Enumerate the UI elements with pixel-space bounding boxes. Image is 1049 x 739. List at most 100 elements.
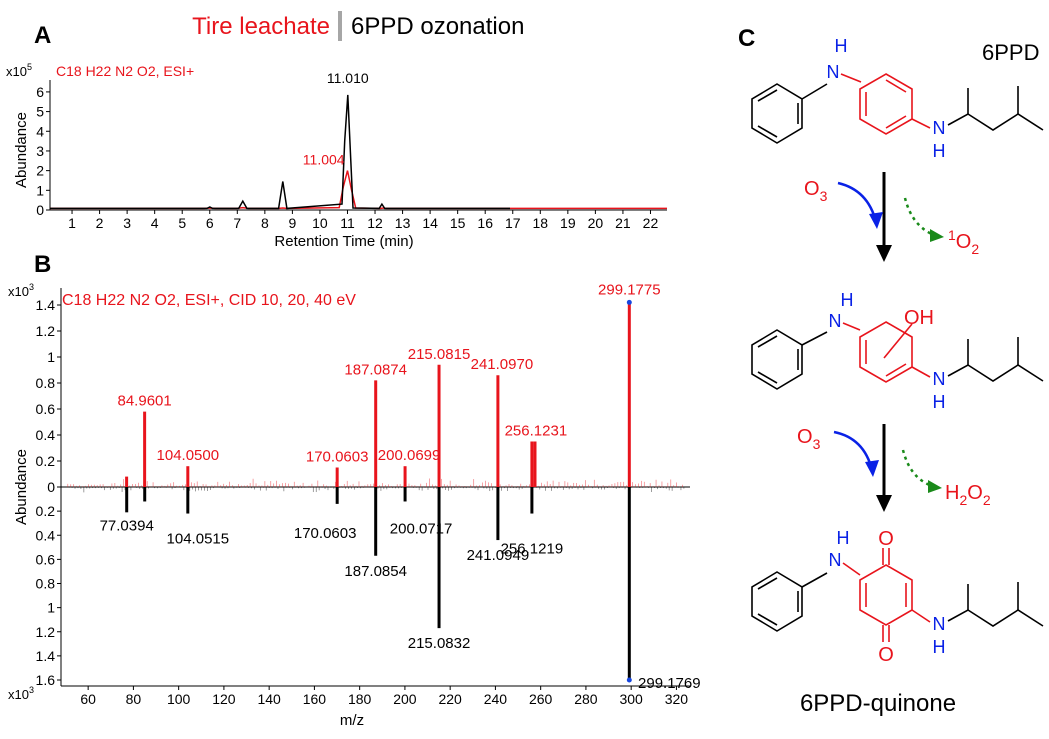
aromatic-bond xyxy=(757,89,778,102)
x-tick-label: 120 xyxy=(212,691,236,707)
panel-a-ylabel: Abundance xyxy=(13,112,30,188)
ozone-1: O3 xyxy=(804,178,828,204)
ozonation-peak-label: 256.1219 xyxy=(501,541,564,558)
amine-n-2: N xyxy=(933,118,946,138)
panel-a-xlabel: Retention Time (min) xyxy=(274,233,413,250)
amine-n-1: N xyxy=(827,62,840,82)
x-tick-label: 14 xyxy=(422,215,438,231)
tire-peak-label: 215.0815 xyxy=(408,346,471,363)
arrowhead xyxy=(876,495,892,512)
phenyl-ring-3 xyxy=(751,571,803,632)
alkyl-chain-1 xyxy=(947,113,1044,131)
ozone-2: O3 xyxy=(797,426,821,452)
panel-a-multiplier: x105 xyxy=(6,62,32,79)
legend-divider xyxy=(338,11,342,41)
y-tick-label: 1.2 xyxy=(36,624,56,640)
y-tick-label: 4 xyxy=(36,123,44,139)
chromatogram-line xyxy=(50,170,667,210)
amine-h-5: H xyxy=(837,528,850,548)
aromatic-bond xyxy=(885,115,907,129)
ozonation-peak-label: 104.0515 xyxy=(167,531,230,548)
x-tick-label: 280 xyxy=(574,691,598,707)
y-tick-label: 1.4 xyxy=(36,297,56,313)
amine-h-2: H xyxy=(933,141,946,161)
panel-c: C N H N H 6PPD O3 xyxy=(738,25,1044,717)
y-tick-label: 0.6 xyxy=(36,401,56,417)
bond xyxy=(801,83,828,100)
arrowhead xyxy=(865,460,879,477)
ozonation-peak-label: 299.1769 xyxy=(638,675,701,692)
amine-n-5: N xyxy=(829,550,842,570)
tire-peak-label: 256.1231 xyxy=(505,423,568,440)
aromatic-bond xyxy=(757,371,778,384)
x-tick-label: 2 xyxy=(96,215,104,231)
y-tick-label: 0.6 xyxy=(36,551,56,567)
x-tick-label: 320 xyxy=(665,691,689,707)
precursor-marker xyxy=(626,677,632,683)
amine-h-4: H xyxy=(933,392,946,412)
y-tick-label: 5 xyxy=(36,104,44,120)
x-tick-label: 220 xyxy=(438,691,462,707)
panel-b-multiplier-top: x103 xyxy=(8,282,34,299)
hydrogen-peroxide: H2O2 xyxy=(945,482,991,508)
panel-b-multiplier-bottom: x103 xyxy=(8,685,34,702)
byproduct-arrow-1 xyxy=(903,197,935,237)
y-tick-label: 1 xyxy=(47,349,55,365)
y-tick-label: 3 xyxy=(36,143,44,159)
phenyl-ring-1 xyxy=(751,83,803,144)
y-tick-label: 0.8 xyxy=(36,375,56,391)
aromatic-bond xyxy=(757,125,778,138)
molecule-6ppd-quinone: N H O O N H 6PPD-quinone xyxy=(751,528,1044,717)
arrowhead xyxy=(928,480,942,493)
tire-peak-label: 241.0970 xyxy=(471,356,534,373)
bond xyxy=(801,331,828,346)
panel-b-label: B xyxy=(34,251,51,278)
peak-label: 11.010 xyxy=(327,70,369,86)
panel-a: A x105 C18 H22 N2 O2, ESI+ Abundance Ret… xyxy=(6,22,667,250)
x-tick-label: 20 xyxy=(588,215,604,231)
ozonation-peak-label: 215.0832 xyxy=(408,635,471,652)
reaction-step-2: O3 H2O2 xyxy=(797,424,991,512)
arrowhead xyxy=(930,229,944,242)
aromatic-bond xyxy=(885,363,907,377)
panel-b-y-ticks: 00.20.40.60.811.21.40.20.40.60.811.21.41… xyxy=(36,297,61,688)
legend: Tire leachate 6PPD ozonation xyxy=(192,11,524,41)
bond xyxy=(911,609,931,623)
x-tick-label: 15 xyxy=(450,215,466,231)
y-tick-label: 1 xyxy=(36,182,44,198)
byproduct-arrow-2 xyxy=(901,449,933,488)
hydroxyl-bond xyxy=(883,323,913,359)
x-tick-label: 180 xyxy=(348,691,372,707)
y-tick-label: 0.2 xyxy=(36,503,56,519)
x-tick-label: 21 xyxy=(615,215,631,231)
ozonation-peak-label: 200.0717 xyxy=(390,520,453,537)
x-tick-label: 17 xyxy=(505,215,521,231)
x-tick-label: 6 xyxy=(206,215,214,231)
x-tick-label: 7 xyxy=(233,215,241,231)
x-tick-label: 160 xyxy=(303,691,327,707)
phenyl-ring-2 xyxy=(751,329,803,390)
bond xyxy=(801,572,828,588)
x-tick-label: 10 xyxy=(312,215,328,231)
y-tick-label: 0.8 xyxy=(36,576,56,592)
label-6ppd-quinone: 6PPD-quinone xyxy=(800,690,956,717)
amine-n-3: N xyxy=(829,311,842,331)
molecule-6ppd: N H N H 6PPD xyxy=(751,36,1044,161)
bond xyxy=(911,118,931,129)
x-tick-label: 260 xyxy=(529,691,553,707)
x-tick-label: 19 xyxy=(560,215,576,231)
arrowhead xyxy=(876,245,892,262)
ozonation-peak-label: 170.0603 xyxy=(294,525,357,542)
reaction-step-1: O3 1O2 xyxy=(804,172,979,262)
panel-c-label: C xyxy=(738,25,755,52)
hydroxyl: OH xyxy=(904,307,934,329)
x-tick-label: 11 xyxy=(340,215,355,231)
x-tick-label: 3 xyxy=(123,215,131,231)
x-tick-label: 18 xyxy=(533,215,549,231)
precursor-marker xyxy=(626,299,632,305)
x-tick-label: 16 xyxy=(477,215,493,231)
x-tick-label: 60 xyxy=(80,691,96,707)
